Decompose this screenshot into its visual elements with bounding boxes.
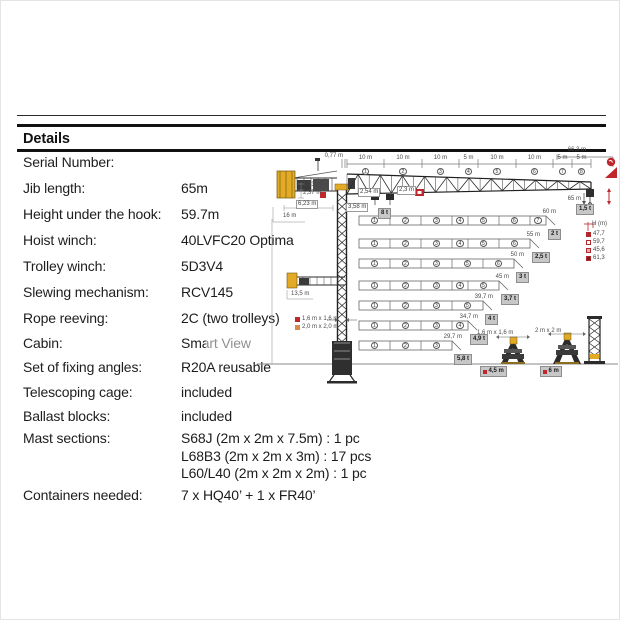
details-row-value: 5D3V4	[181, 258, 224, 274]
rule-header-bottom	[17, 149, 606, 152]
details-row-label: Containers needed:	[23, 487, 143, 503]
details-row-label: Rope reeving:	[23, 310, 109, 326]
details-row-value: 2C (two trolleys)	[181, 310, 280, 326]
details-row-label: Mast sections:	[23, 430, 111, 446]
details-row-value: 40LVFC20 Optima	[181, 232, 294, 248]
details-row-label: Cabin:	[23, 335, 63, 351]
details-row-label: Slewing mechanism:	[23, 284, 149, 300]
details-row-label: Height under the hook:	[23, 206, 162, 222]
diagram-background-overlap	[206, 332, 288, 351]
details-row-label: Serial Number:	[23, 154, 115, 170]
details-row-label: Hoist winch:	[23, 232, 97, 248]
details-row-label: Ballast blocks:	[23, 408, 111, 424]
details-title: Details	[23, 131, 70, 147]
details-row-value: included	[181, 408, 232, 424]
details-value-line: L68B3 (2m x 2m x 3m) : 17 pcs	[181, 447, 372, 464]
details-row-value: RCV145	[181, 284, 234, 300]
details-row-value: 7 x HQ40’ + 1 x FR40’	[181, 487, 316, 503]
details-row-value: 65m	[181, 180, 208, 196]
details-row-label: Telescoping cage:	[23, 384, 133, 400]
details-row-label: Jib length:	[23, 180, 86, 196]
details-row-value: R20A reusable	[181, 359, 271, 375]
details-row-label: Trolley winch:	[23, 258, 106, 274]
rule-top	[17, 115, 606, 116]
details-value-line: L60/L40 (2m x 2m x 2m) : 1 pc	[181, 465, 367, 481]
rule-header-top	[17, 124, 606, 127]
details-row-label: Set of fixing angles:	[23, 359, 143, 375]
details-value-line: S68J (2m x 2m x 7.5m) : 1 pc	[181, 430, 360, 446]
details-row-value: included	[181, 384, 232, 400]
details-row-value: 59.7m	[181, 206, 220, 222]
